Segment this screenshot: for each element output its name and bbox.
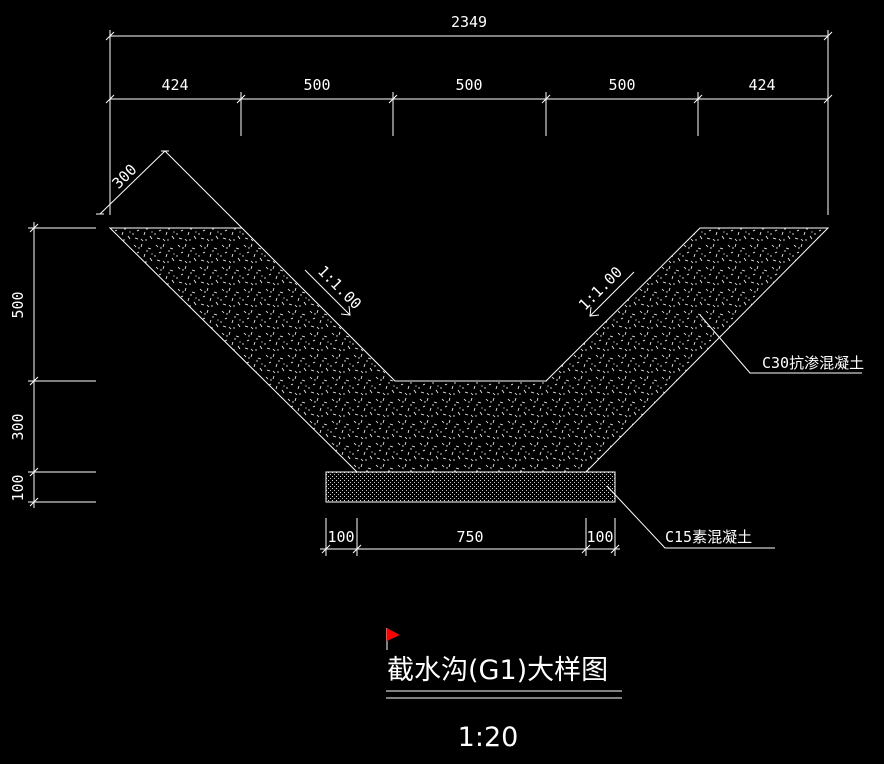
segment-label-1: 424 <box>161 76 188 94</box>
slope-left-label: 1:1.00 <box>314 262 365 313</box>
drawing-scale: 1:20 <box>458 722 519 753</box>
bottom-label-1: 100 <box>327 528 354 546</box>
wall-thickness-label: 300 <box>109 161 141 193</box>
segment-label-4: 500 <box>608 76 635 94</box>
base-layer <box>325 471 616 503</box>
c15-label: C15素混凝土 <box>665 528 752 546</box>
segment-label-2: 500 <box>303 76 330 94</box>
bottom-dimensions: 100 750 100 <box>320 518 620 556</box>
trench-body <box>108 227 830 473</box>
c15-leader: C15素混凝土 <box>606 485 775 549</box>
wall-thickness-dimension: 300 <box>96 150 243 229</box>
segment-label-3: 500 <box>455 76 482 94</box>
segment-dimensions: 424 500 500 500 424 <box>105 76 833 215</box>
vertical-label-1: 500 <box>9 291 27 318</box>
vertical-dimensions: 500 300 100 <box>9 222 96 508</box>
vertical-label-2: 300 <box>9 413 27 440</box>
c30-leader: C30抗渗混凝土 <box>699 314 864 374</box>
drawing-title: 截水沟(G1)大样图 <box>387 655 608 686</box>
overall-dimension: 2349 <box>105 13 833 100</box>
c30-label: C30抗渗混凝土 <box>762 354 864 372</box>
bottom-label-3: 100 <box>586 528 613 546</box>
vertical-label-3: 100 <box>9 474 27 501</box>
segment-label-5: 424 <box>748 76 775 94</box>
flag-icon <box>386 628 400 650</box>
slope-right-label: 1:1.00 <box>575 263 626 314</box>
title-block: 截水沟(G1)大样图 1:20 <box>386 628 622 753</box>
overall-width-label: 2349 <box>451 13 487 31</box>
bottom-label-2: 750 <box>456 528 483 546</box>
